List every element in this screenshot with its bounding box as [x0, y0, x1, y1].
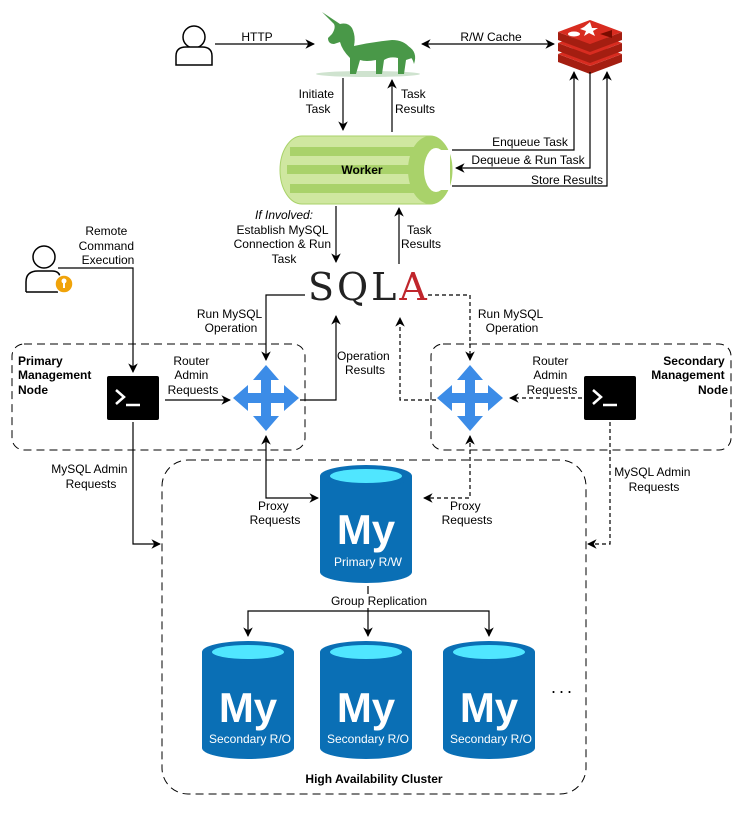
- ellipsis: ...: [551, 677, 575, 697]
- user-icon: [175, 25, 213, 66]
- edge-operation-results-secondary: [395, 317, 436, 401]
- group-replication-label-bg: [328, 594, 428, 608]
- terminal-icon-secondary: [584, 376, 636, 420]
- edge-operation-results: [300, 315, 341, 401]
- label-operation-results: Operation Results: [337, 349, 393, 377]
- label-dequeue-run: Dequeue & Run Task: [471, 153, 585, 167]
- sqlalchemy-logo: SQLA: [308, 265, 430, 309]
- label-remote-command: Remote Command Execution: [79, 224, 138, 267]
- mysql-secondary-label: Secondary R/O: [327, 732, 409, 746]
- label-enqueue-task: Enqueue Task: [492, 135, 569, 149]
- unicorn-icon: [316, 12, 420, 77]
- primary-management-node-box: [11, 343, 306, 451]
- admin-user-icon: [25, 245, 74, 294]
- mysql-secondary-db-3: My Secondary R/O: [443, 641, 535, 759]
- mysql-secondary-logo: My: [460, 684, 519, 731]
- label-task-results-mid: Task Results: [401, 223, 441, 251]
- edge-run-mysql-left: [261, 294, 305, 361]
- edge-proxy-right: [423, 435, 475, 503]
- secondary-management-node-box: [430, 343, 732, 451]
- label-initiate-task: Initiate Task: [299, 87, 338, 116]
- edge-run-mysql-right: [428, 294, 475, 361]
- sqla-suffix: A: [398, 265, 429, 309]
- router-icon-primary: [233, 365, 299, 431]
- label-rw-cache: R/W Cache: [460, 30, 522, 44]
- label-cluster: High Availability Cluster: [305, 772, 442, 786]
- mysql-secondary-logo: My: [337, 684, 396, 731]
- label-primary-node: Primary Management Node: [18, 354, 95, 397]
- edge-mysql-admin-left: [132, 422, 161, 549]
- edge-group-replication-left: [243, 610, 368, 637]
- label-run-mysql-left: Run MySQL Operation: [197, 307, 265, 335]
- label-secondary-node: Secondary Management Node: [651, 354, 728, 397]
- worker-node: Worker: [279, 135, 453, 205]
- label-establish: Establish MySQL Connection & Run Task: [234, 223, 335, 266]
- terminal-icon-primary: [107, 376, 159, 420]
- label-router-admin-left: Router Admin Requests: [168, 354, 219, 397]
- mysql-secondary-logo: My: [219, 684, 278, 731]
- mysql-primary-logo: My: [337, 506, 396, 553]
- high-availability-cluster-box: [161, 459, 587, 795]
- label-store-results: Store Results: [531, 173, 603, 187]
- mysql-primary-label: Primary R/W: [334, 555, 403, 569]
- mysql-secondary-label: Secondary R/O: [209, 732, 291, 746]
- label-group-replication: Group Replication: [331, 594, 427, 608]
- label-router-admin-right: Router Admin Requests: [527, 354, 578, 397]
- label-if-involved: If Involved:: [255, 208, 313, 222]
- worker-label: Worker: [341, 163, 382, 177]
- redis-icon: [558, 20, 622, 74]
- label-http: HTTP: [241, 30, 272, 44]
- mysql-secondary-label: Secondary R/O: [450, 732, 532, 746]
- mysql-primary-db: My Primary R/W: [320, 465, 412, 583]
- label-task-results-top: Task Results: [395, 87, 435, 116]
- edge-mysql-admin-right: [587, 422, 611, 549]
- label-mysql-admin-right: MySQL Admin Requests: [614, 465, 694, 494]
- mysql-secondary-db-1: My Secondary R/O: [202, 641, 294, 759]
- sqla-prefix: SQL: [308, 265, 399, 309]
- label-proxy-right: Proxy Requests: [442, 499, 493, 527]
- label-run-mysql-right: Run MySQL Operation: [478, 307, 546, 335]
- edge-enqueue-task: [452, 74, 575, 151]
- label-mysql-admin-left: MySQL Admin Requests: [51, 462, 131, 491]
- edge-group-replication-right: [368, 610, 494, 637]
- edge-dequeue-run: [455, 72, 591, 173]
- edge-proxy-left: [261, 435, 319, 503]
- router-icon-secondary: [437, 365, 503, 431]
- edge-remote-command: [58, 267, 138, 373]
- edge-store-results: [452, 74, 608, 187]
- mysql-secondary-db-2: My Secondary R/O: [320, 641, 412, 759]
- label-proxy-left: Proxy Requests: [250, 499, 301, 527]
